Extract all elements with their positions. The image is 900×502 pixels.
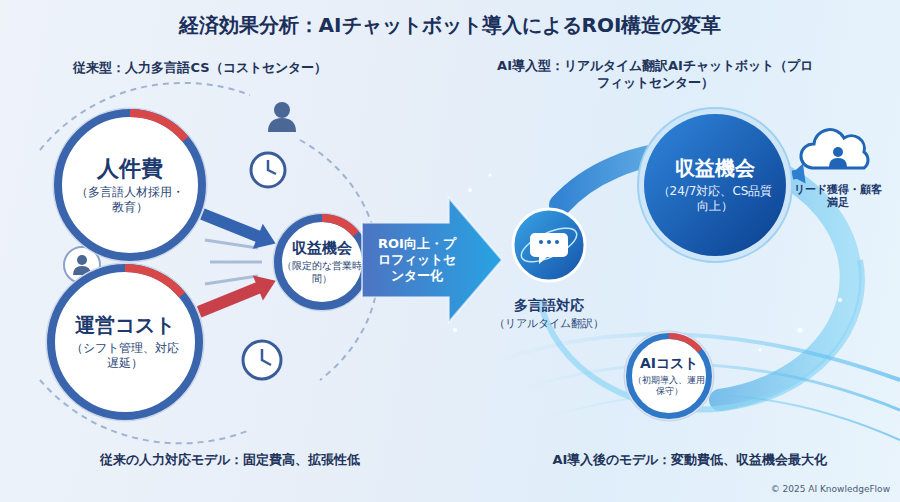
- section-header: AI導入型：リアルタイム翻訳AIチャットボット（プロフィットセンター）: [495, 58, 815, 92]
- chat-dot: [555, 240, 559, 244]
- copyright-note: © 2025 AI KnowledgeFlow: [720, 484, 890, 496]
- red-segment: [51, 268, 199, 416]
- outer-halo: [638, 108, 792, 262]
- connector-line: [792, 174, 802, 175]
- node-heading: 収益機会: [292, 239, 352, 258]
- revenue-circle: 収益機会 （限定的な営業時間）: [272, 212, 372, 312]
- node-heading: AIコスト: [640, 355, 698, 373]
- model-summary: AI導入後のモデル：変動費低、収益機会最大化: [520, 452, 860, 469]
- cloud-icon: [801, 130, 868, 168]
- big-arrow: [362, 198, 502, 322]
- right-swirl: [500, 152, 900, 440]
- node-subtext: （限定的な営業時間）: [282, 260, 362, 285]
- person-body: [829, 158, 847, 167]
- model-summary: 従来の人力対応モデル：固定費高、拡張性低: [60, 452, 400, 469]
- circle-fill: [278, 218, 366, 306]
- node-subtext: （多言語人材採用・教育）: [74, 185, 186, 215]
- node-outline: [493, 205, 605, 337]
- cost-circle: 運営コスト （シフト管理、対応遅延）: [45, 262, 205, 422]
- connector-arrow: [202, 214, 275, 249]
- node-heading: 人件費: [97, 155, 163, 183]
- ai-cost-circle: AIコスト （初期導入、運用保守）: [623, 330, 715, 422]
- section-header: 従来型：人力多言語CS（コストセンター）: [40, 60, 360, 77]
- outer-halo: [624, 331, 714, 421]
- node-subtext: （リアルタイム翻訳）: [494, 317, 604, 331]
- outer-halo: [46, 263, 204, 421]
- connector-line: [199, 287, 260, 312]
- orbit: [517, 221, 582, 268]
- red-segment: [629, 336, 709, 416]
- revenue-circle: 収益機会 （24/7対応、CS品質向上）: [637, 107, 793, 263]
- outer-halo: [53, 108, 207, 262]
- node-heading: 運営コスト: [75, 313, 175, 338]
- chat-dot: [539, 240, 543, 244]
- circle-fill: [644, 114, 786, 256]
- circle-fill: [58, 113, 202, 257]
- red-segment: [58, 113, 202, 257]
- chat-dot: [547, 240, 551, 244]
- circle-fill: [51, 268, 199, 416]
- arrow-head: [253, 224, 276, 249]
- left-thin-arrows: [205, 240, 262, 284]
- multilingual-node: 多言語対応 （リアルタイム翻訳）: [493, 205, 605, 337]
- node-subtext: （シフト管理、対応遅延）: [69, 341, 181, 371]
- outer-halo: [273, 213, 371, 311]
- node-heading: ROI向上・プロフィットセンター化: [374, 236, 460, 285]
- red-segment: [278, 218, 366, 306]
- connector-line: [202, 214, 259, 237]
- diagram-title: 経済効果分析：AIチャットボット導入によるROI構造の変革: [0, 12, 900, 38]
- clock-icon: [251, 153, 285, 187]
- cost-circle: 人件費（多言語人材採用・教育）: [52, 107, 208, 263]
- node-subtext: （24/7対応、CS品質向上）: [655, 184, 775, 214]
- person-icon: [268, 102, 296, 132]
- node-outline: [52, 107, 208, 263]
- circle-fill: [629, 336, 709, 416]
- node-heading: 多言語対応: [514, 297, 584, 315]
- chat-bubble: [530, 233, 568, 264]
- node-subtext: （初期導入、運用保守）: [631, 375, 707, 398]
- node-heading: リード獲得・顧客満足: [792, 183, 884, 211]
- node-heading: 収益機会: [675, 156, 755, 181]
- lead-node: リード獲得・顧客満足: [790, 128, 886, 210]
- person-head: [833, 147, 843, 157]
- arrow-head: [253, 276, 276, 301]
- connector-arrow: [199, 276, 276, 312]
- clock-icon: [243, 341, 281, 379]
- icon-circle: [513, 209, 585, 281]
- left-dashed-cycle: [40, 83, 379, 443]
- transition-arrow: ROI向上・プロフィットセンター化: [362, 198, 502, 322]
